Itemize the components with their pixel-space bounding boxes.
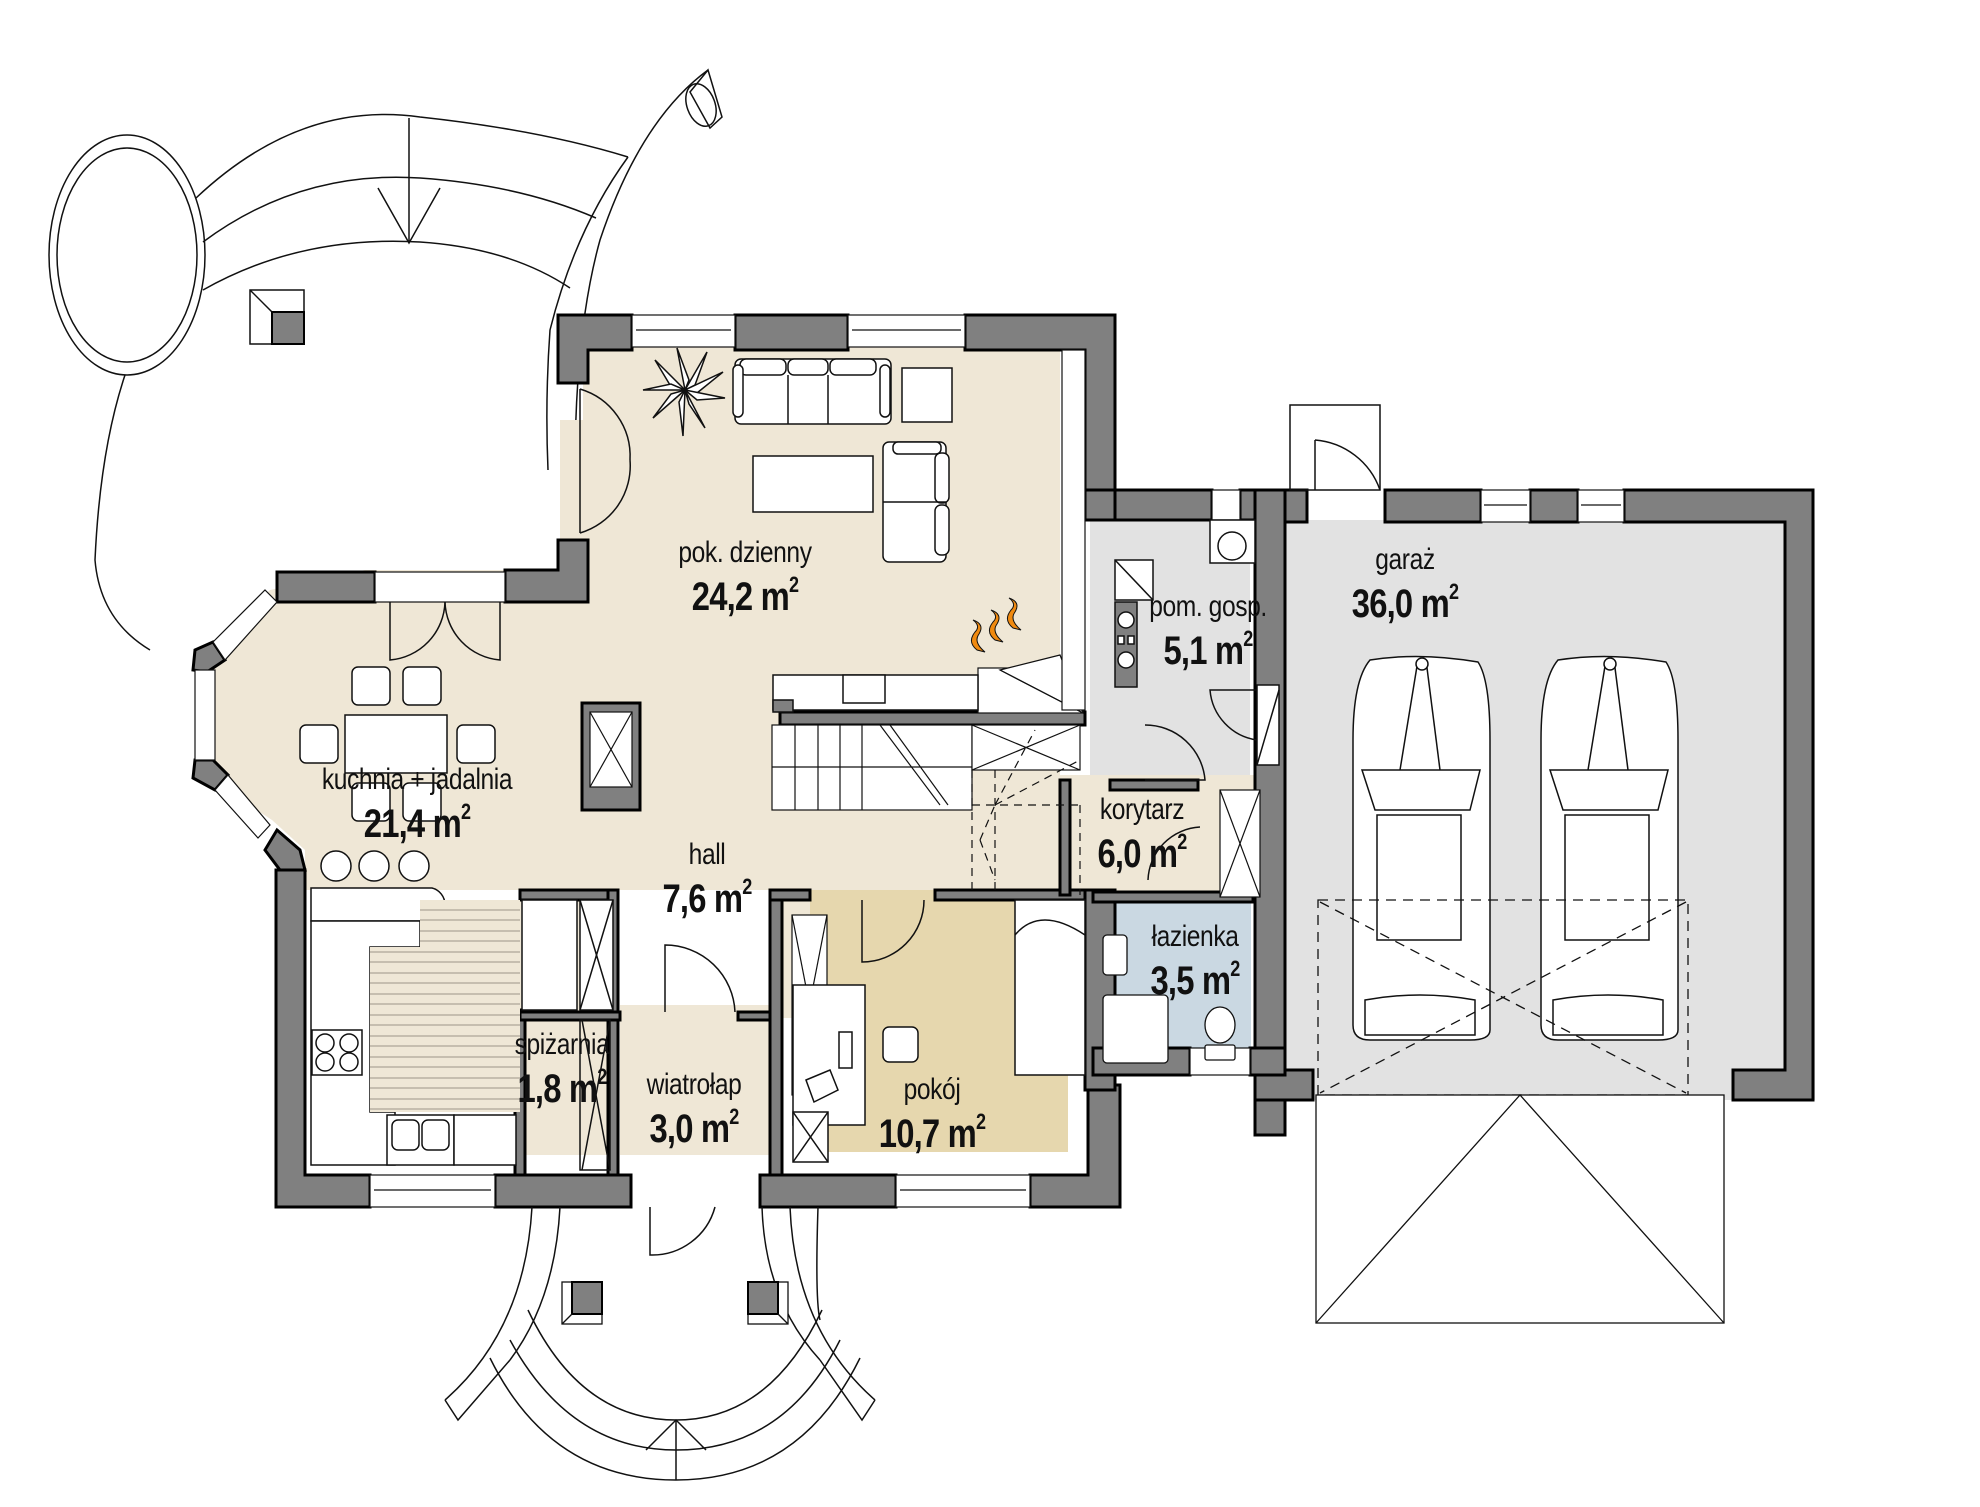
room-area: 10,7 m2: [878, 1109, 986, 1156]
room-name: kuchnia + jadalnia: [321, 763, 513, 796]
terrace-post: [249, 289, 305, 345]
windows[interactable]: [194, 314, 1625, 1208]
utility-fixtures: [1114, 519, 1280, 766]
room-label-pantry: spiżarnia 1,8 m2: [504, 1028, 620, 1111]
room-area: 24,2 m2: [691, 572, 799, 619]
room-label-garage: garaż 36,0 m2: [1340, 543, 1470, 626]
vestibule-floor: [620, 1005, 770, 1155]
room-name: łazienka: [1151, 920, 1239, 953]
room-area: 7,6 m2: [662, 874, 752, 921]
fireplace-flame-icon: [971, 597, 1022, 653]
room-label-hall: hall 7,6 m2: [653, 838, 762, 921]
room-name: hall: [688, 838, 726, 871]
room-label-room: pokój 10,7 m2: [867, 1073, 997, 1156]
room-name: wiatrołap: [646, 1068, 742, 1101]
corridor-wardrobe: [1219, 789, 1261, 898]
terrace-pergola: [48, 68, 723, 651]
room-label-bathroom: łazienka 3,5 m2: [1141, 920, 1250, 1003]
room-name: pom. gosp.: [1149, 590, 1267, 623]
room-label-corridor: korytarz 6,0 m2: [1088, 793, 1197, 876]
room-area: 21,4 m2: [363, 799, 471, 846]
room-label-living: pok. dzienny 24,2 m2: [664, 536, 826, 619]
room-area: 6,0 m2: [1097, 829, 1187, 876]
kitchen-furniture: [299, 666, 614, 1171]
room-name: korytarz: [1099, 793, 1185, 826]
room-label-utility: pom. gosp. 5,1 m2: [1136, 590, 1279, 673]
room-area: 36,0 m2: [1351, 579, 1459, 626]
chimney-icon: [589, 711, 633, 788]
room-label-kitchen: kuchnia + jadalnia 21,4 m2: [301, 763, 533, 846]
room-name: spiżarnia: [514, 1028, 610, 1061]
room-area: 1,8 m2: [517, 1064, 607, 1111]
staircase[interactable]: [771, 349, 1086, 895]
room-furniture: [792, 899, 1086, 1163]
room-name: pok. dzienny: [678, 536, 812, 569]
room-label-vestibule: wiatrołap 3,0 m2: [636, 1068, 752, 1151]
plant-icon: [642, 347, 726, 437]
driveway: [1315, 1094, 1725, 1324]
room-area: 5,1 m2: [1163, 626, 1253, 673]
car-right-icon: [1540, 655, 1679, 1041]
room-area: 3,5 m2: [1150, 956, 1240, 1003]
porch-post-right: [747, 1281, 789, 1325]
kitchen-floor-stripes: [370, 900, 520, 1112]
porch-post-left: [561, 1281, 603, 1325]
doors[interactable]: [389, 388, 1381, 1256]
car-left-icon: [1352, 655, 1491, 1041]
living-furniture: [642, 347, 1022, 713]
room-name: pokój: [903, 1073, 961, 1106]
bathroom-fixtures: [1102, 934, 1236, 1064]
room-area: 3,0 m2: [649, 1104, 739, 1151]
entrance-porch: [444, 1206, 876, 1481]
room-name: garaż: [1375, 543, 1435, 576]
